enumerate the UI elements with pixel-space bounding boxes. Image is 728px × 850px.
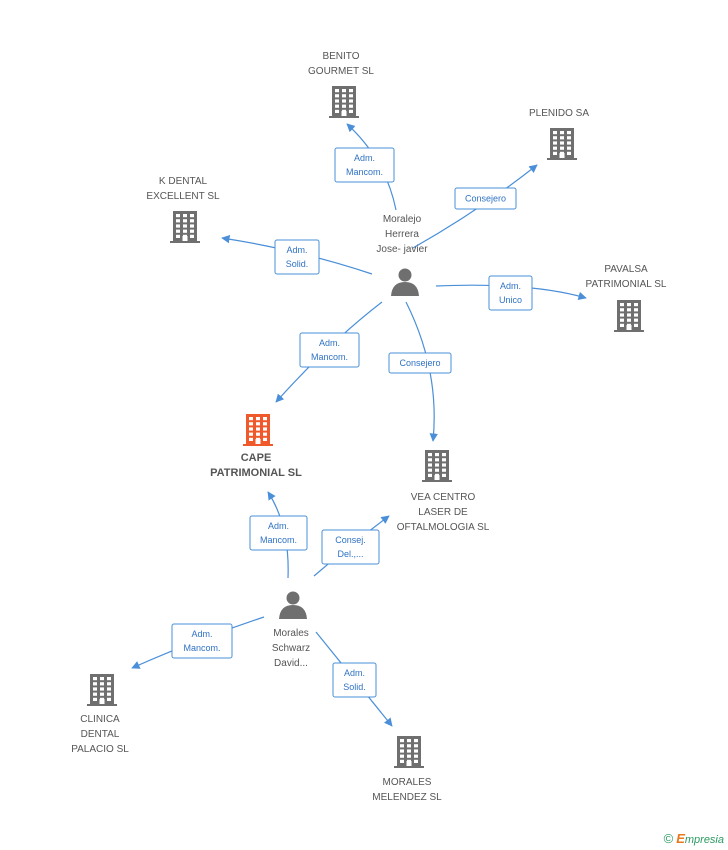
node-label: PAVALSA	[604, 264, 648, 275]
building-icon	[170, 211, 200, 243]
footer-brand: ©Empresia	[664, 831, 724, 846]
node-label: CAPE	[241, 452, 272, 464]
edge-moralejo-kdental: Adm. Solid.	[221, 234, 373, 275]
edge-label-text: Mancom.	[311, 352, 348, 362]
edge-label-box[interactable]	[332, 662, 377, 698]
edge-label-text: Adm.	[344, 668, 365, 678]
edge-label-box[interactable]	[388, 352, 452, 374]
node-label: Morales	[273, 628, 309, 639]
brand-initial: E	[676, 831, 685, 846]
building-icon	[394, 736, 424, 768]
edge-morales-moralesmel: Adm. Solid.	[315, 631, 393, 727]
edge-label-text: Adm.	[191, 629, 212, 639]
edge-label-box[interactable]	[488, 275, 533, 311]
node-label: LASER DE	[418, 507, 468, 518]
edge-label-box[interactable]	[334, 147, 395, 183]
edge-morales-cape: Adm. Mancom.	[249, 491, 308, 579]
edge-label-box[interactable]	[249, 515, 308, 551]
building-icon	[614, 300, 644, 332]
edge-moralejo-plenido: Consejero	[412, 164, 538, 249]
node-label: Moralejo	[383, 214, 422, 225]
node-label: BENITO	[322, 51, 359, 62]
edge-label-text: Unico	[499, 295, 522, 305]
node-label: OFTALMOLOGIA SL	[397, 522, 490, 533]
node-label: MELENDEZ SL	[372, 792, 442, 803]
node-plenido[interactable]: PLENIDO SA	[529, 108, 589, 160]
building-icon	[243, 414, 273, 446]
building-icon	[87, 674, 117, 706]
node-label: MORALES	[383, 777, 432, 788]
node-label: PATRIMONIAL SL	[210, 467, 302, 479]
nodes-layer: BENITO GOURMET SL PLENIDO SA K DENTAL EXCELL…	[71, 51, 667, 803]
node-label: PALACIO SL	[71, 744, 129, 755]
brand-name: mpresia	[684, 834, 724, 846]
node-label: DENTAL	[81, 729, 120, 740]
edges-layer: Adm.Mancom.ConsejeroAdm.Solid.Adm.UnicoA…	[131, 123, 587, 727]
node-kdental[interactable]: K DENTAL EXCELLENT SL	[146, 176, 220, 243]
edge-moralejo-cape: Adm. Mancom.	[275, 301, 383, 403]
edge-label-box[interactable]	[274, 239, 320, 275]
edge-label-text: Consejero	[399, 358, 440, 368]
person-icon	[279, 591, 307, 619]
node-label: K DENTAL	[159, 176, 208, 187]
node-label: Jose- javier	[376, 244, 428, 255]
node-label: PLENIDO SA	[529, 108, 589, 119]
node-label: VEA CENTRO	[411, 492, 476, 503]
edge-label-text: Mancom.	[346, 167, 383, 177]
edge-moralejo-pavalsa: Adm. Unico	[435, 275, 587, 311]
node-morales[interactable]: MoralesSchwarzDavid...	[272, 591, 310, 670]
edge-label-box[interactable]	[321, 529, 380, 565]
node-vea[interactable]: VEA CENTRO LASER DE OFTALMOLOGIA SL	[397, 450, 490, 533]
edge-label-text: Adm.	[286, 245, 307, 255]
node-moralesmel[interactable]: MORALES MELENDEZ SL	[372, 736, 442, 803]
node-label: Schwarz	[272, 643, 310, 654]
edge-moralejo-vea: Consejero	[388, 301, 452, 442]
edge-label-text: Solid.	[286, 259, 309, 269]
node-benito[interactable]: BENITO GOURMET SL	[308, 51, 374, 118]
edge-label-text: Mancom.	[183, 643, 220, 653]
edge-label-text: Adm.	[268, 521, 289, 531]
edge-label-text: Del.,...	[337, 549, 363, 559]
edge-morales-vea: Consej. Del.,...	[313, 515, 390, 577]
node-cape[interactable]: CAPE PATRIMONIAL SL	[210, 414, 302, 479]
building-icon	[547, 128, 577, 160]
node-label: CLINICA	[80, 714, 120, 725]
edge-label-box[interactable]	[454, 187, 517, 210]
edge-label-text: Consejero	[465, 194, 506, 204]
edge-label-box[interactable]	[171, 623, 233, 659]
node-label: David...	[274, 658, 308, 669]
edge-label-text: Adm.	[354, 153, 375, 163]
building-icon	[422, 450, 452, 482]
person-icon	[391, 268, 419, 296]
edge-label-text: Adm.	[500, 281, 521, 291]
edge-label-text: Consej.	[335, 535, 366, 545]
copyright-symbol: ©	[663, 831, 674, 846]
edge-label-text: Mancom.	[260, 535, 297, 545]
node-label: Herrera	[385, 229, 419, 240]
edge-morales-clinica: Adm. Mancom.	[131, 616, 265, 669]
edge-label-box[interactable]	[299, 332, 360, 368]
node-label: GOURMET SL	[308, 66, 374, 77]
edge-label-text: Solid.	[343, 682, 366, 692]
edge-moralejo-benito: Adm. Mancom.	[334, 123, 397, 211]
edge-label-text: Adm.	[319, 338, 340, 348]
node-label: EXCELLENT SL	[146, 191, 220, 202]
node-clinica[interactable]: CLINICA DENTAL PALACIO SL	[71, 674, 129, 755]
node-pavalsa[interactable]: PAVALSA PATRIMONIAL SL	[586, 264, 667, 332]
node-label: PATRIMONIAL SL	[586, 279, 667, 290]
building-icon	[329, 86, 359, 118]
